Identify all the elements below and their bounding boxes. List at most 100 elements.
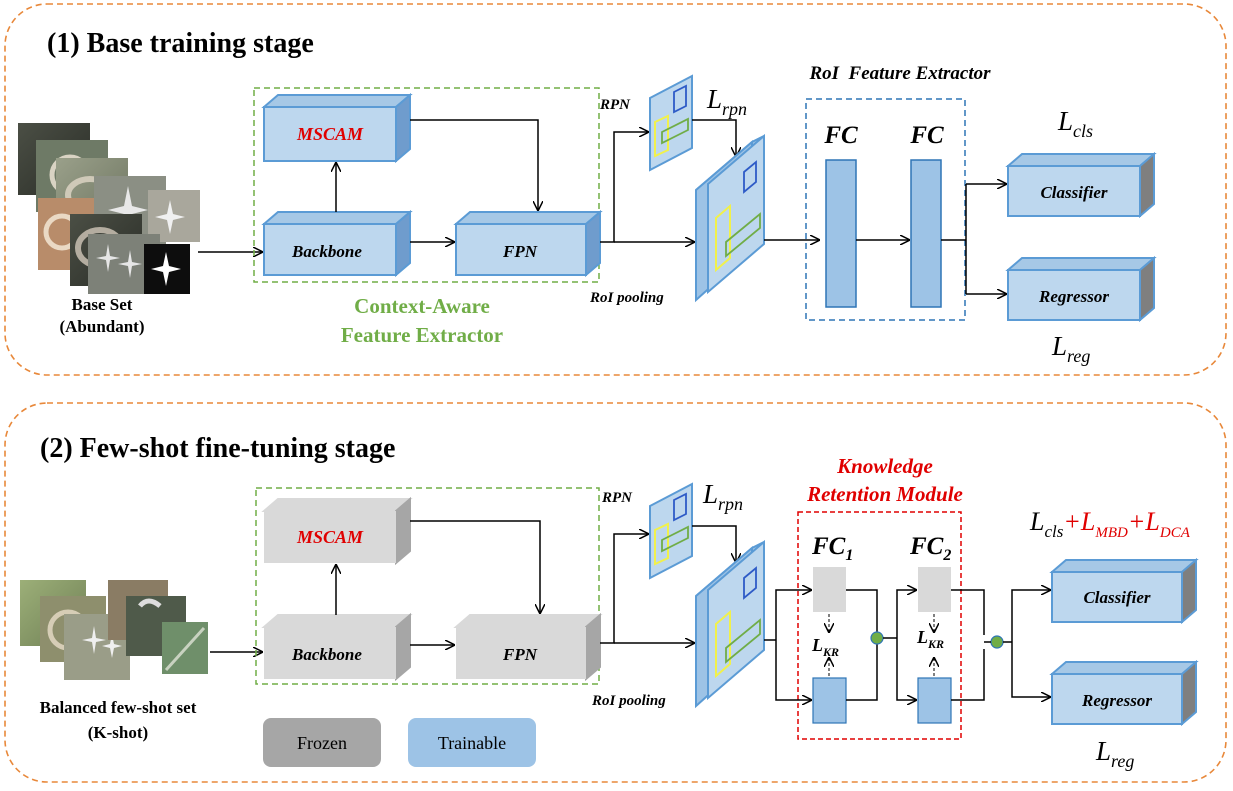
line-fc2-bottom-out xyxy=(951,649,985,701)
fc1-2-sub: 1 xyxy=(845,547,853,564)
classifier-label-1: Classifier xyxy=(1040,183,1107,202)
loss-dca-main: L xyxy=(1144,507,1159,536)
context-aware-extractor-box xyxy=(253,87,600,283)
merge-plus-icon-1 xyxy=(870,631,884,645)
fpn-label-2: FPN xyxy=(502,645,538,664)
fc2-trainable-square xyxy=(917,677,952,724)
l-reg-1-sub: reg xyxy=(1067,346,1090,366)
roi-feature-map-2 xyxy=(695,539,765,709)
backbone-block-1 xyxy=(261,209,413,278)
arrow-mscam-to-fpn-1 xyxy=(410,119,538,210)
regressor-label-2: Regressor xyxy=(1081,691,1152,710)
fc-label-2: FC xyxy=(909,122,944,149)
arrow-krm-in-bottom xyxy=(775,640,811,700)
l-rpn-1-main: L xyxy=(706,84,722,114)
regressor-label-1: Regressor xyxy=(1038,287,1109,306)
l-rpn-1: Lrpn xyxy=(706,84,747,119)
base-set-sublabel: (Abundant) xyxy=(59,317,144,336)
backbone-block-2 xyxy=(261,612,413,682)
krm-box xyxy=(797,511,962,740)
roi-feature-extractor-label: RoI Feature Extractor xyxy=(808,63,991,84)
few-shot-set-images xyxy=(20,580,208,680)
lkr-1-main: L xyxy=(811,635,823,655)
context-aware-label: Context-Aware xyxy=(354,294,490,318)
l-rpn-2-main: L xyxy=(702,479,718,509)
lkr-2-main: L xyxy=(916,627,928,647)
stage1-title: (1) Base training stage xyxy=(47,28,314,59)
loss-dca-sub: DCA xyxy=(1159,525,1191,541)
feature-extractor-label: Feature Extractor xyxy=(341,323,503,347)
stage2-title: (2) Few-shot fine-tuning stage xyxy=(40,433,395,464)
mscam-block-2 xyxy=(261,496,413,566)
rpn-plane-1 xyxy=(649,74,693,172)
few-shot-set-label: Balanced few-shot set xyxy=(40,698,197,717)
arrow-krm-in-top xyxy=(775,590,811,640)
l-reg-1-main: L xyxy=(1051,331,1067,361)
mscam-label-1: MSCAM xyxy=(296,124,364,144)
loss-cls-main: L xyxy=(1029,507,1044,536)
rpn-plane-2 xyxy=(649,482,693,580)
fpn-label-1: FPN xyxy=(502,242,538,261)
backbone-label-2: Backbone xyxy=(291,645,362,664)
l-rpn-1-sub: rpn xyxy=(722,99,747,119)
fc2-2-sub: 2 xyxy=(942,547,951,564)
classifier-label-2: Classifier xyxy=(1083,588,1150,607)
fc-bar-2 xyxy=(910,159,942,308)
classifier-block-2 xyxy=(1049,557,1199,625)
legend-trainable-swatch xyxy=(408,718,536,767)
base-set-label: Base Set xyxy=(72,295,133,314)
arrow-mscam-to-fpn-2 xyxy=(410,520,540,613)
line-fc2-top-out xyxy=(951,589,985,635)
rpn-label-1: RPN xyxy=(599,97,631,113)
loss-plus-1: + xyxy=(1063,507,1081,536)
loss-combined-2: Lcls+LMBD+LDCA xyxy=(1029,507,1191,541)
krm-label-2: Retention Module xyxy=(806,482,963,506)
regressor-block-1 xyxy=(1005,255,1157,323)
few-shot-set-sublabel: (K-shot) xyxy=(88,723,148,742)
l-reg-2-main: L xyxy=(1095,736,1111,766)
fc2-label-2: FC2 xyxy=(909,533,951,564)
arrow-fpn-to-rpn-1 xyxy=(600,132,648,243)
legend-frozen-swatch xyxy=(263,718,381,767)
arrow-to-classifier-2 xyxy=(1011,590,1050,642)
mscam-label-2: MSCAM xyxy=(296,527,364,547)
rpn-label-2: RPN xyxy=(601,490,633,506)
l-rpn-2: Lrpn xyxy=(702,479,743,514)
stage2-border xyxy=(4,402,1227,783)
lkr-2-sub: KR xyxy=(927,637,944,651)
context-aware-extractor-box-2 xyxy=(255,487,600,685)
fc1-trainable-square xyxy=(812,677,847,724)
fc1-label-2: FC1 xyxy=(811,533,853,564)
roi-pooling-label-2: RoI pooling xyxy=(591,693,666,709)
fc2-2-main: FC xyxy=(909,533,944,560)
legend-trainable-label: Trainable xyxy=(438,733,506,753)
base-set-images xyxy=(18,123,200,294)
lkr-label-2: LKR xyxy=(916,627,944,651)
mscam-block-1 xyxy=(261,92,413,164)
l-cls-1-sub: cls xyxy=(1073,121,1093,141)
fc2-frozen-square xyxy=(918,567,951,612)
l-reg-2: Lreg xyxy=(1095,736,1134,771)
loss-mbd-main: L xyxy=(1080,507,1095,536)
legend-frozen-label: Frozen xyxy=(297,733,347,753)
fpn-block-1 xyxy=(453,209,603,278)
arrow-rpn-to-roi-1 xyxy=(692,119,736,156)
fc1-frozen-square xyxy=(813,567,846,612)
lkr-1-sub: KR xyxy=(822,645,839,659)
arrow-to-regressor-2 xyxy=(1011,642,1050,697)
line-fc1-top-out xyxy=(846,589,878,632)
fc-bar-1 xyxy=(825,159,857,308)
l-cls-1: Lcls xyxy=(1057,106,1093,141)
stage1-border xyxy=(4,3,1227,376)
loss-mbd-sub: MBD xyxy=(1094,525,1128,541)
lkr-label-1: LKR xyxy=(811,635,839,659)
roi-feature-map-1 xyxy=(695,133,765,303)
l-reg-1: Lreg xyxy=(1051,331,1090,366)
fpn-block-2 xyxy=(453,612,603,682)
krm-label-1: Knowledge xyxy=(836,454,933,478)
classifier-block-1 xyxy=(1005,151,1157,219)
merge-plus-icon-2 xyxy=(990,635,1004,649)
regressor-block-2 xyxy=(1049,659,1199,727)
